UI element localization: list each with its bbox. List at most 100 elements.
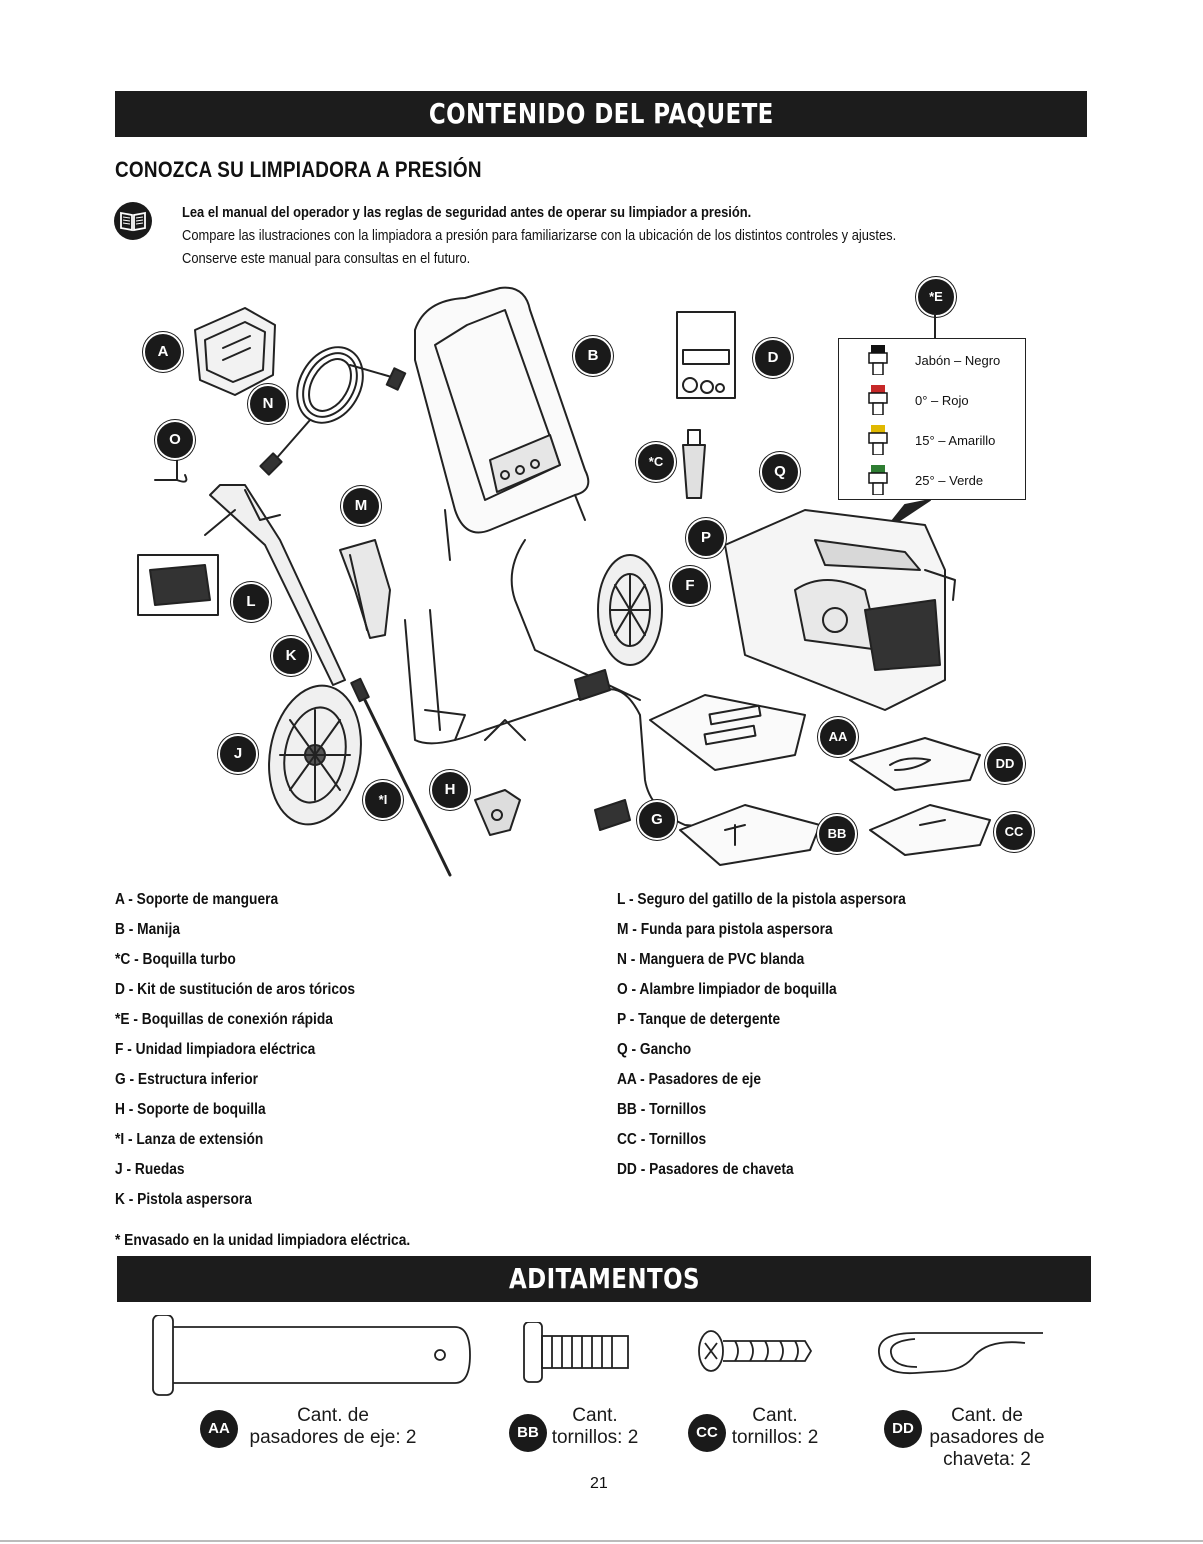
hardware-label-cc: Cant. tornillos: 2: [715, 1405, 835, 1449]
hardware-label-line: pasadores de eje: 2: [249, 1427, 417, 1448]
callout-a: A: [143, 332, 183, 372]
list-item: J - Ruedas: [115, 1161, 185, 1178]
callout-dd: DD: [985, 744, 1025, 784]
wheel-illustration-2: [268, 684, 362, 826]
list-item: DD - Pasadores de chaveta: [617, 1161, 794, 1178]
hardware-label-line: tornillos: 2: [551, 1427, 639, 1448]
callout-f: F: [670, 566, 710, 606]
list-item: D - Kit de sustitución de aros tóricos: [115, 981, 356, 998]
page-number: 21: [590, 1475, 608, 1492]
header-title: CONTENIDO DEL PAQUETE: [428, 97, 774, 130]
intro-bold: Lea el manual del operador y las reglas …: [182, 204, 752, 221]
intro-line-1: Compare las ilustraciones con la limpiad…: [182, 227, 897, 244]
hardware-badge-bb: BB: [509, 1414, 547, 1452]
nozzle-holder-illustration: [474, 789, 521, 836]
list-item: Q - Gancho: [617, 1041, 692, 1058]
callout-bb: BB: [817, 814, 857, 854]
nozzle-row: Jabón – Negro: [839, 341, 1025, 381]
list-item: CC - Tornillos: [617, 1131, 707, 1148]
hardware-badge-dd: DD: [884, 1410, 922, 1448]
callout-d: D: [753, 338, 793, 378]
nozzle-label: 0° – Rojo: [915, 393, 969, 408]
motor-unit-illustration: [724, 509, 956, 711]
turbo-nozzle-illustration: [682, 429, 706, 499]
callout-b: B: [573, 336, 613, 376]
callout-l: L: [231, 582, 271, 622]
hardware-label-bb: Cant. tornillos: 2: [535, 1405, 655, 1449]
callout-h: H: [430, 770, 470, 810]
hardware-label-dd: Cant. de pasadores de chaveta: 2: [912, 1405, 1062, 1471]
nozzle-row: 0° – Rojo: [839, 381, 1025, 421]
cotter-pin-bag-illustration: [849, 737, 981, 791]
callout-e: *E: [916, 277, 956, 317]
hardware-label-line: Cant. de: [951, 1405, 1023, 1426]
list-item: F - Unidad limpiadora eléctrica: [115, 1041, 316, 1058]
parts-list-right: L - Seguro del gatillo de la pistola asp…: [617, 888, 953, 1188]
callout-c: *C: [636, 442, 676, 482]
lance-illustration: [358, 688, 452, 877]
hose-holder-illustration: [194, 307, 276, 396]
hose-coil-illustration: [259, 346, 407, 476]
holster-illustration: [339, 539, 391, 639]
hardware-label-line: Cant.: [572, 1405, 618, 1426]
screw-bag-bb-illustration: [679, 804, 821, 866]
parts-diagram: [137, 286, 991, 877]
list-item: G - Estructura inferior: [115, 1071, 258, 1088]
list-item: P - Tanque de detergente: [617, 1011, 781, 1028]
nozzle-row: 15° – Amarillo: [839, 421, 1025, 461]
hardware-title: ADITAMENTOS: [508, 1262, 700, 1295]
cotter-pin-icon: [878, 1332, 1043, 1375]
list-item: H - Soporte de boquilla: [115, 1101, 266, 1118]
nozzle-icon: [868, 385, 888, 415]
list-item: BB - Tornillos: [617, 1101, 707, 1118]
book-icon: [114, 202, 152, 240]
nozzle-row: 25° – Verde: [839, 461, 1025, 501]
hardware-label-line: pasadores de: [929, 1427, 1045, 1448]
axle-pin-icon: [152, 1315, 471, 1396]
callout-q: Q: [760, 452, 800, 492]
hardware-banner: ADITAMENTOS: [117, 1256, 1091, 1302]
list-item: N - Manguera de PVC blanda: [617, 951, 805, 968]
nozzle-label: 25° – Verde: [915, 473, 984, 488]
callout-i: *I: [363, 780, 403, 820]
spray-gun-illustration: [137, 484, 346, 686]
parts-list-left: A - Soporte de manguera B - Manija *C - …: [115, 888, 394, 1218]
list-item: L - Seguro del gatillo de la pistola asp…: [617, 891, 906, 908]
wheel-illustration: [597, 554, 663, 666]
screw-bb-icon: [523, 1322, 629, 1383]
oring-kit-illustration: [676, 311, 736, 399]
list-item: B - Manija: [115, 921, 180, 938]
intro-line-2: Conserve este manual para consultas en e…: [182, 250, 471, 267]
footnote: * Envasado en la unidad limpiadora eléct…: [115, 1232, 411, 1249]
screw-cc-icon: [698, 1330, 813, 1372]
handle-illustration: [414, 286, 590, 561]
callout-g: G: [637, 800, 677, 840]
list-item: A - Soporte de manguera: [115, 891, 279, 908]
list-item: M - Funda para pistola aspersora: [617, 921, 833, 938]
callout-o: O: [155, 420, 195, 460]
bottom-rule: [0, 1540, 1203, 1542]
list-item: *C - Boquilla turbo: [115, 951, 236, 968]
list-item: *E - Boquillas de conexión rápida: [115, 1011, 333, 1028]
list-item: AA - Pasadores de eje: [617, 1071, 762, 1088]
callout-j: J: [218, 734, 258, 774]
callout-p: P: [686, 518, 726, 558]
list-item: *I - Lanza de extensión: [115, 1131, 264, 1148]
axle-pin-bag-illustration: [649, 694, 806, 771]
nozzle-wire-illustration: [154, 449, 188, 483]
callout-cc: CC: [994, 812, 1034, 852]
hardware-label-line: tornillos: 2: [731, 1427, 819, 1448]
nozzle-icon: [868, 465, 888, 495]
list-item: O - Alambre limpiador de boquilla: [617, 981, 837, 998]
intro-text: Lea el manual del operador y las reglas …: [182, 201, 1012, 270]
hardware-label-line: chaveta: 2: [943, 1449, 1031, 1470]
hardware-label-aa: Cant. de pasadores de eje: 2: [228, 1405, 438, 1449]
hardware-label-line: Cant. de: [297, 1405, 369, 1426]
nozzle-legend: Jabón – Negro 0° – Rojo 15° – Amarillo 2…: [838, 338, 1026, 500]
callout-aa: AA: [818, 717, 858, 757]
list-item: K - Pistola aspersora: [115, 1191, 252, 1208]
nozzle-label: 15° – Amarillo: [915, 433, 996, 448]
hardware-badge-aa: AA: [200, 1410, 238, 1448]
nozzle-label: Jabón – Negro: [915, 353, 1001, 368]
callout-k: K: [271, 636, 311, 676]
